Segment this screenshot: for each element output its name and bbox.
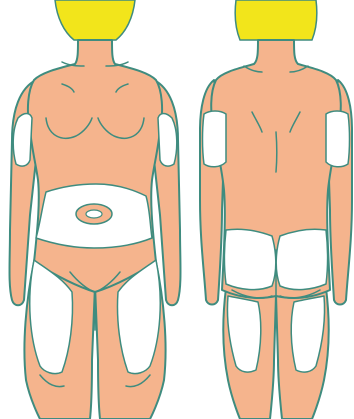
front-figure [10,0,181,419]
front-upper-arm-right-zone [13,114,32,167]
back-upper-arm-right-zone [203,111,227,167]
back-hair [235,0,317,40]
back-spine-line [276,132,277,172]
back-buttock-left-zone [276,229,327,289]
back-buttock-right-zone [225,229,276,289]
back-upper-arm-left-zone [326,111,350,167]
front-torso [28,40,162,292]
front-upper-arm-left-zone [158,114,177,167]
back-figure [200,0,352,419]
front-hair [55,0,135,40]
front-navel [86,210,102,218]
